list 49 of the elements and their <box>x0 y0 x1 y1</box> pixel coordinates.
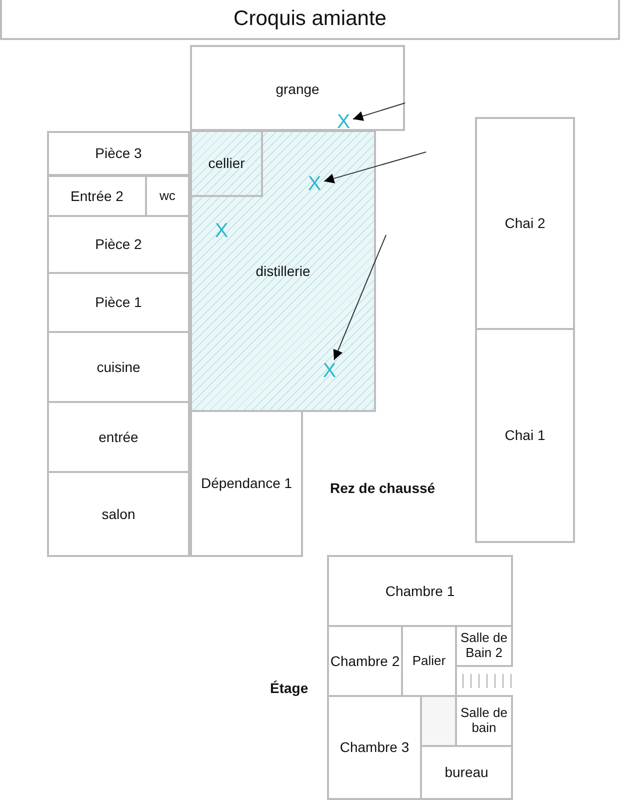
room-label: Palier <box>412 654 446 668</box>
room-label: Entrée 2 <box>70 188 124 204</box>
room-label: cellier <box>208 155 245 172</box>
room-outline <box>420 745 513 800</box>
arrow <box>352 102 406 121</box>
room-outline <box>190 130 263 197</box>
room-outline <box>420 695 457 747</box>
room-label: entrée <box>98 428 138 446</box>
room-outline <box>475 117 575 330</box>
room-label: cuisine <box>96 358 140 376</box>
room-outline <box>455 695 513 747</box>
room-label: Pièce 1 <box>95 294 142 311</box>
room-label: Dépendance 1 <box>200 475 292 492</box>
room-label: Chambre 3 <box>340 739 410 756</box>
room-label: Chambre 1 <box>385 582 455 600</box>
room-outline <box>47 471 190 557</box>
arrow <box>333 234 386 360</box>
room-label: Salle de bain <box>460 706 508 736</box>
room-label: Pièce 2 <box>95 236 142 253</box>
room-outline <box>47 331 190 403</box>
room-label: bureau <box>444 764 488 781</box>
room-outline <box>475 328 575 543</box>
asbestos-mark: X <box>334 111 353 133</box>
asbestos-mark: X <box>212 220 231 242</box>
room-outline <box>47 401 190 473</box>
room-label: Salle de Bain 2 <box>460 631 508 661</box>
room-outline <box>47 175 147 217</box>
room-label: Chambre 2 <box>330 652 400 670</box>
room-label: wc <box>160 188 176 204</box>
room-label: distillerie <box>256 262 310 280</box>
room-outline <box>47 215 190 274</box>
floor-label: Rez de chaussé <box>330 480 436 496</box>
room-label: grange <box>276 81 320 98</box>
room-label: Pièce 3 <box>95 145 142 162</box>
room-label: salon <box>102 506 136 522</box>
room-outline <box>455 625 513 667</box>
room-outline <box>145 175 190 217</box>
room-outline <box>47 131 190 176</box>
arrow <box>324 152 426 184</box>
asbestos-mark: X <box>305 173 324 195</box>
room-label: Chai 2 <box>504 215 546 232</box>
hatched-room-outline <box>190 130 376 412</box>
room-outline <box>47 272 190 333</box>
floor-label: Étage <box>270 680 308 696</box>
room-outline <box>190 410 303 557</box>
room-outline <box>327 555 513 627</box>
title: Croquis amiante <box>234 7 386 31</box>
room-label: Chai 1 <box>504 427 546 444</box>
asbestos-mark: X <box>320 360 339 382</box>
